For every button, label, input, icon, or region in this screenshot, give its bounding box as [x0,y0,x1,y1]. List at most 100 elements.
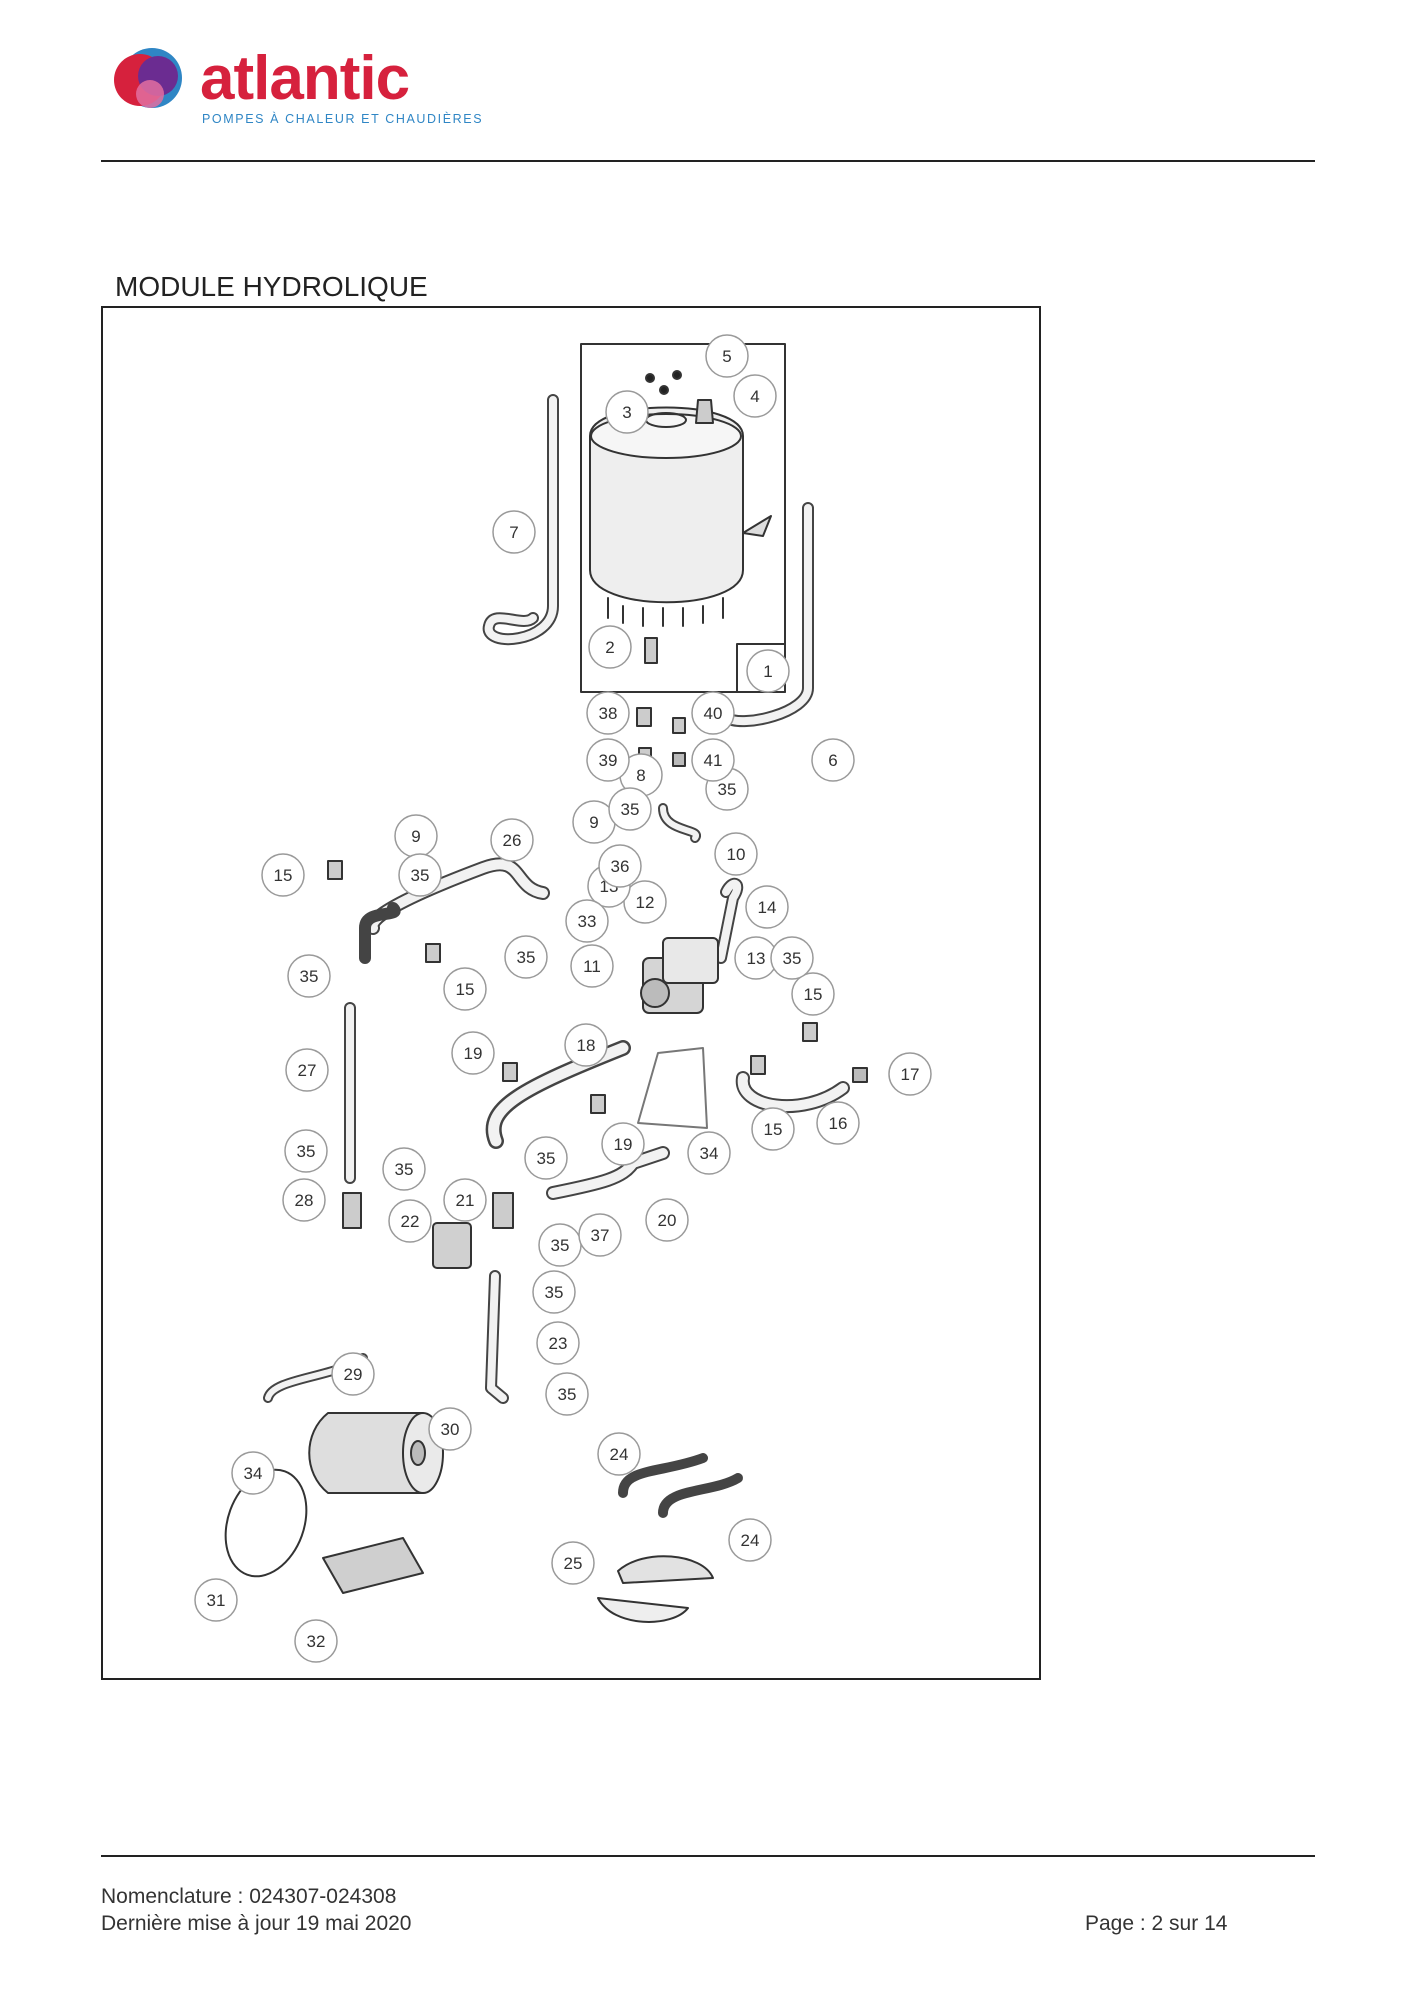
brand-name: atlantic [200,44,410,113]
part-callout-34: 34 [231,1451,275,1495]
part-callout-35: 35 [538,1223,582,1267]
part-number-label: 33 [578,912,597,931]
part-number-label: 35 [545,1283,564,1302]
part-number-label: 12 [636,893,655,912]
part-number-label: 35 [783,949,802,968]
part-callout-16: 16 [816,1101,860,1145]
part-number-label: 26 [503,831,522,850]
part-callout-2: 2 [588,625,632,669]
part-number-label: 15 [804,985,823,1004]
part-number-label: 15 [764,1120,783,1139]
part-number-label: 31 [207,1591,226,1610]
logo-mark-icon [114,48,182,108]
atlantic-logo: atlantic POMPES À CHALEUR ET CHAUDIÈRES [112,38,492,128]
part-callout-15: 15 [261,853,305,897]
part-number-label: 19 [614,1135,633,1154]
part-callout-12: 12 [623,880,667,924]
part-callout-36: 36 [598,844,642,888]
part-callout-15: 15 [791,972,835,1016]
part-number-label: 27 [298,1061,317,1080]
part-number-label: 19 [464,1044,483,1063]
part-number-label: 4 [750,387,759,406]
part-callout-15: 15 [751,1107,795,1151]
part-callout-24: 24 [728,1518,772,1562]
part-number-label: 38 [599,704,618,723]
part-callout-9: 9 [572,800,616,844]
header-divider [101,160,1315,162]
part-callout-11: 11 [570,944,614,988]
part-callout-30: 30 [428,1407,472,1451]
part-number-label: 35 [551,1236,570,1255]
part-callout-33: 33 [565,899,609,943]
part-callout-35: 35 [532,1270,576,1314]
part-number-label: 35 [411,866,430,885]
part-number-label: 14 [758,898,777,917]
part-callout-26: 26 [490,818,534,862]
part-callout-35: 35 [608,787,652,831]
part-number-label: 15 [456,980,475,999]
part-number-label: 10 [727,845,746,864]
part-number-label: 40 [704,704,723,723]
part-number-label: 24 [610,1445,629,1464]
part-callout-9: 9 [394,814,438,858]
part-number-label: 41 [704,751,723,770]
part-callout-41: 41 [691,738,735,782]
part-number-label: 28 [295,1191,314,1210]
part-number-label: 16 [829,1114,848,1133]
part-number-label: 35 [621,800,640,819]
part-callout-32: 32 [294,1619,338,1663]
part-callout-24: 24 [597,1432,641,1476]
part-callout-19: 19 [601,1122,645,1166]
part-number-label: 9 [589,813,598,832]
part-callout-35: 35 [382,1147,426,1191]
part-callout-6: 6 [811,738,855,782]
part-callout-14: 14 [745,885,789,929]
part-number-label: 5 [722,347,731,366]
part-number-label: 11 [583,957,601,976]
part-callout-18: 18 [564,1023,608,1067]
part-number-label: 39 [599,751,618,770]
parts-drawing: 1234567899101112131314151515151617181919… [194,334,932,1663]
part-number-label: 9 [411,827,420,846]
footer-page-number: Page : 2 sur 14 [1085,1912,1228,1935]
part-number-label: 32 [307,1632,326,1651]
part-number-label: 23 [549,1334,568,1353]
part-number-label: 15 [274,866,293,885]
part-callout-3: 3 [605,390,649,434]
part-number-label: 22 [401,1212,420,1231]
part-callout-4: 4 [733,374,777,418]
part-number-label: 36 [611,857,630,876]
part-number-label: 18 [577,1036,596,1055]
part-number-label: 3 [622,403,631,422]
part-number-label: 34 [700,1144,719,1163]
part-number-label: 35 [297,1142,316,1161]
part-number-label: 1 [763,662,772,681]
part-callout-20: 20 [645,1198,689,1242]
part-callout-5: 5 [705,334,749,378]
part-callout-17: 17 [888,1052,932,1096]
part-callout-35: 35 [284,1129,328,1173]
part-number-label: 35 [395,1160,414,1179]
part-number-label: 25 [564,1554,583,1573]
part-callout-35: 35 [287,954,331,998]
part-callout-1: 1 [746,649,790,693]
part-number-label: 35 [517,948,536,967]
part-callout-38: 38 [586,691,630,735]
part-number-label: 13 [747,949,766,968]
part-number-label: 20 [658,1211,677,1230]
part-number-label: 2 [605,638,614,657]
part-number-label: 24 [741,1531,760,1550]
part-callout-27: 27 [285,1048,329,1092]
part-number-label: 35 [537,1149,556,1168]
part-number-label: 34 [244,1464,263,1483]
part-callout-31: 31 [194,1578,238,1622]
part-number-label: 8 [636,766,645,785]
part-callout-19: 19 [451,1031,495,1075]
part-number-label: 30 [441,1420,460,1439]
part-number-label: 21 [456,1191,475,1210]
footer-nomenclature: Nomenclature : 024307-024308 [101,1885,397,1908]
part-number-label: 35 [718,780,737,799]
part-callout-39: 39 [586,738,630,782]
section-title: MODULE HYDROLIQUE [115,271,428,302]
